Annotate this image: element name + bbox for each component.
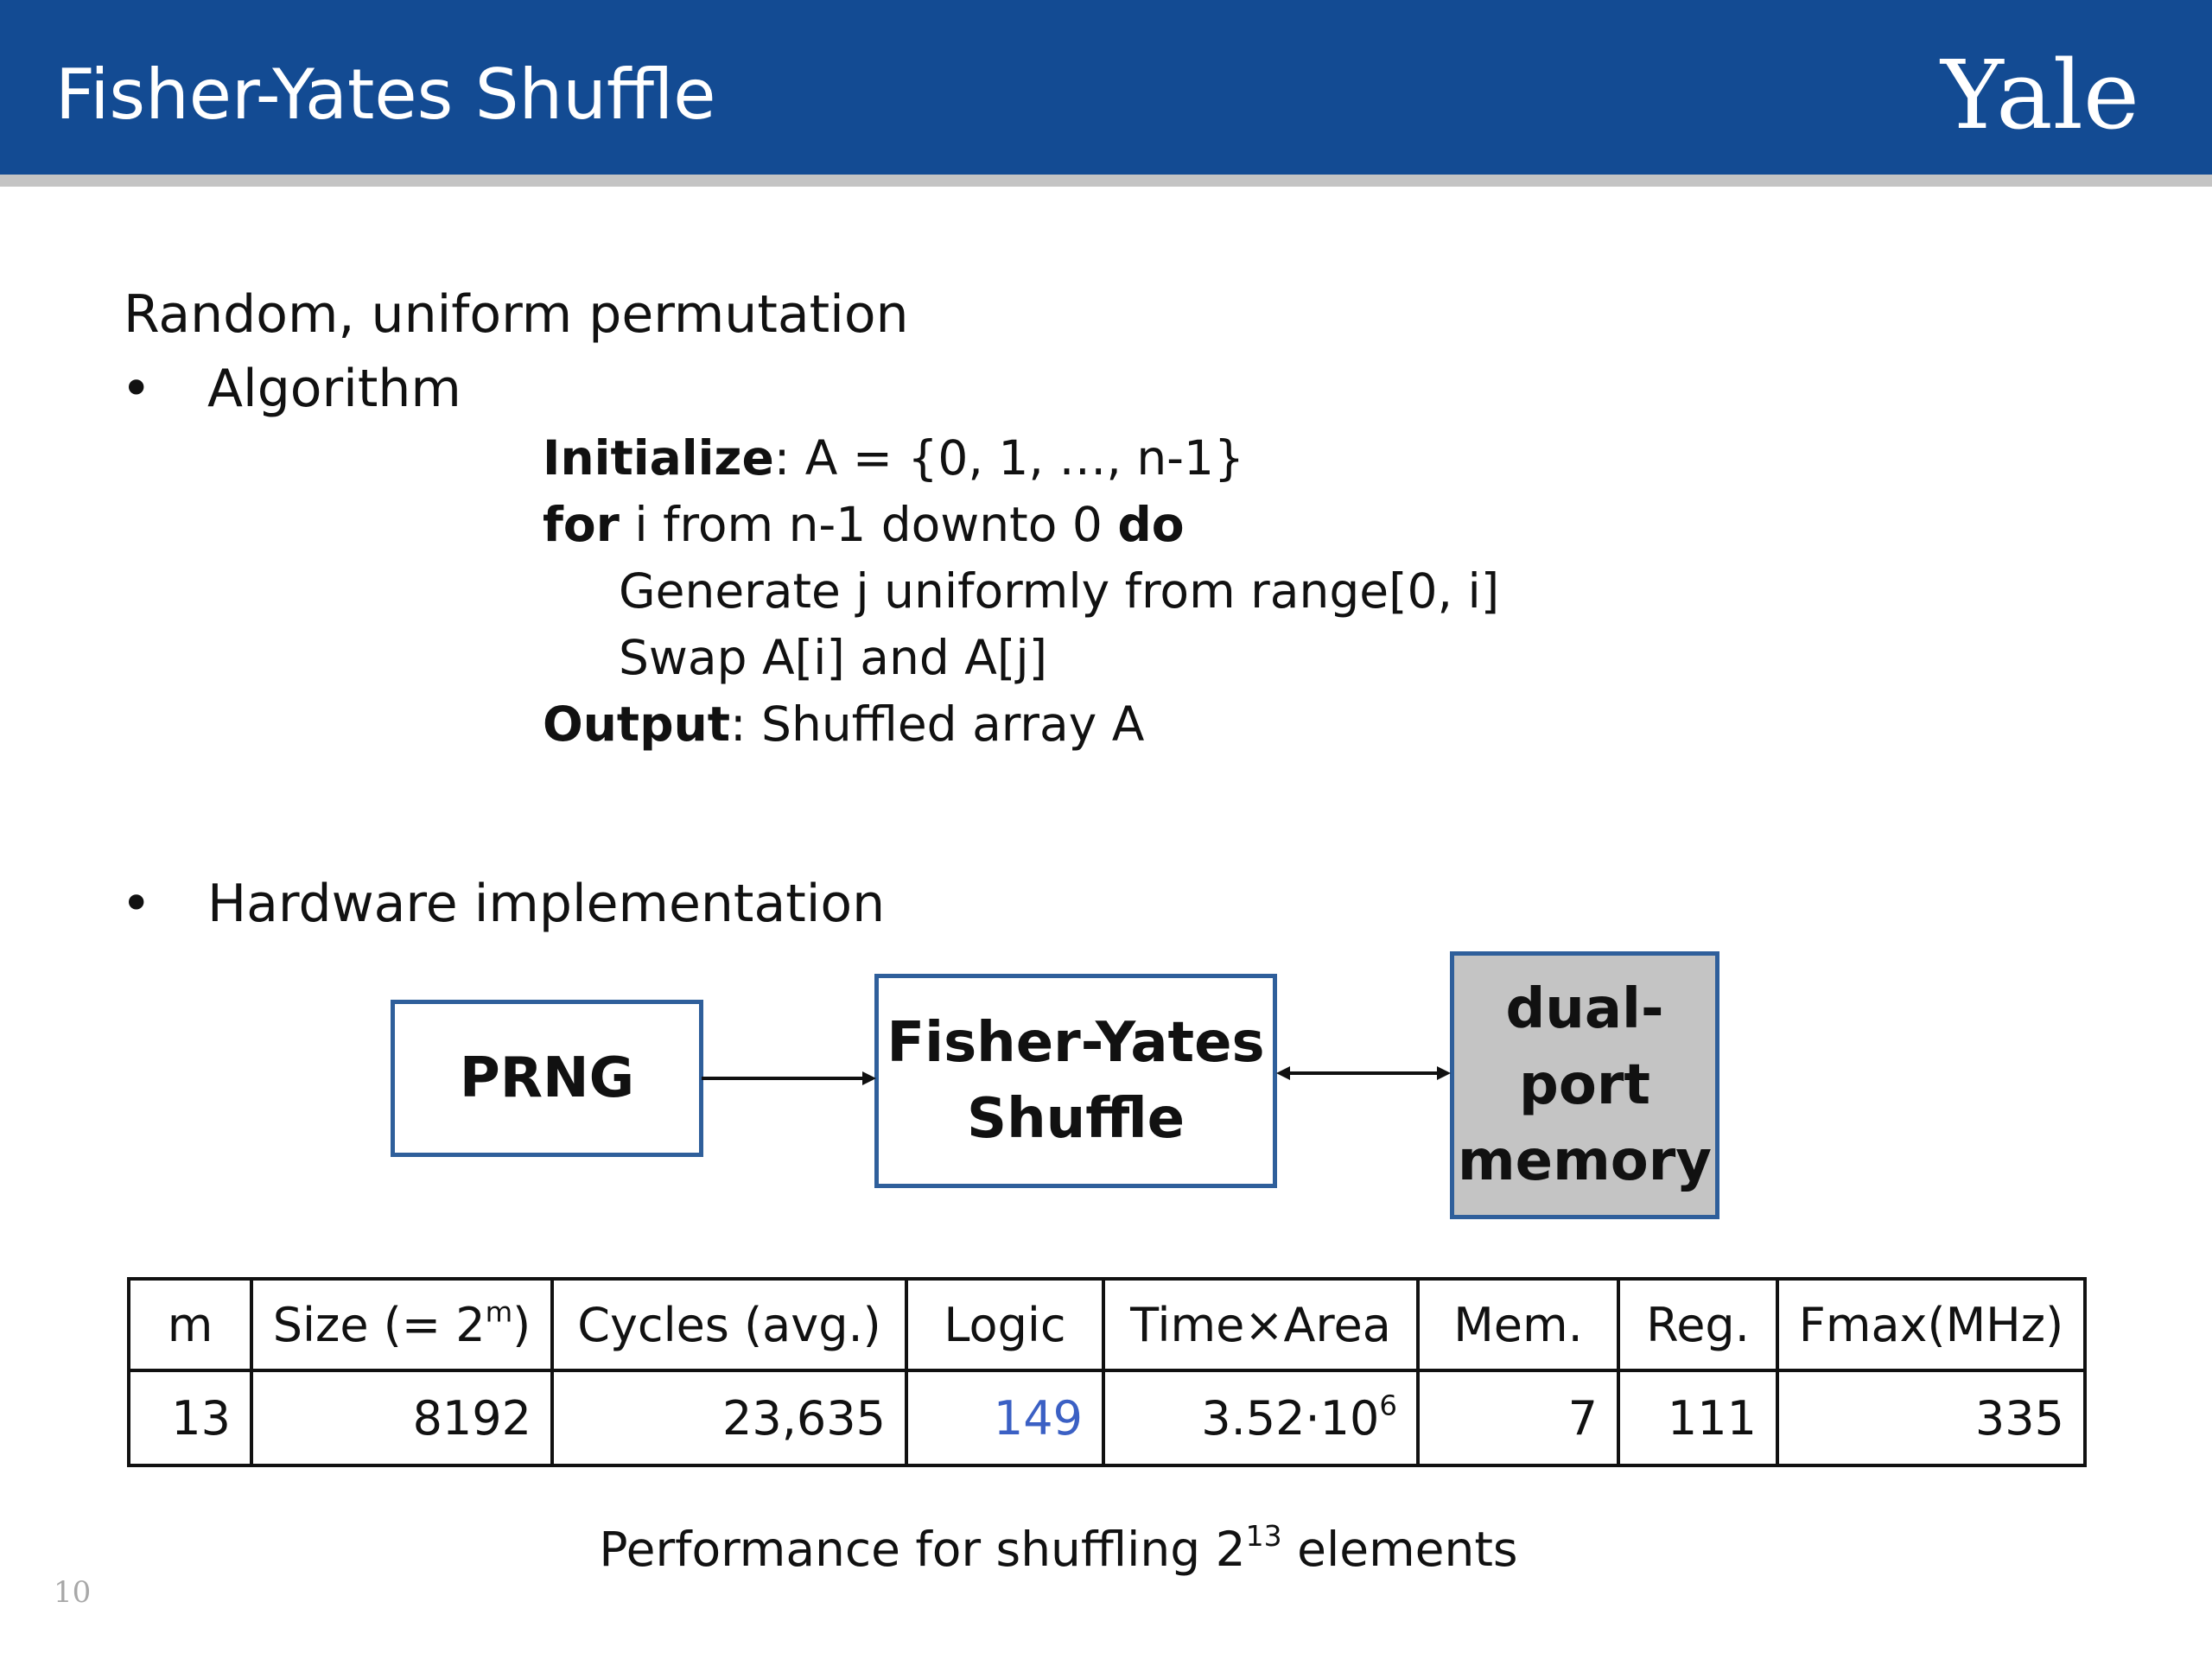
algo-keyword: for xyxy=(543,497,620,552)
prng-box: PRNG xyxy=(391,1000,703,1157)
bullet-algorithm: • Algorithm xyxy=(121,356,461,422)
cell-logic: 149 xyxy=(905,1369,1105,1467)
col-time-area: Time×Area xyxy=(1102,1277,1420,1372)
memory-box: dual-port memory xyxy=(1450,951,1719,1219)
bullet-label: Hardware implementation xyxy=(207,874,886,934)
algo-line-output: Output: Shuffled array A xyxy=(543,691,1499,758)
cell-m: 13 xyxy=(127,1369,253,1467)
bullet-dot-icon: • xyxy=(121,359,152,419)
memory-label-line1: dual-port xyxy=(1505,977,1664,1117)
algo-text: : A = {0, 1, …, n-1} xyxy=(773,430,1245,486)
algo-text: i from n-1 downto 0 xyxy=(619,497,1118,552)
shuffle-box: Fisher-Yates Shuffle xyxy=(874,974,1277,1188)
table-header-row: m Size (= 2m) Cycles (avg.) Logic Time×A… xyxy=(127,1277,2087,1372)
algo-line-swap: Swap A[i] and A[j] xyxy=(619,630,1048,685)
algo-keyword: Initialize xyxy=(543,430,774,486)
algorithm-block: Initialize: A = {0, 1, …, n-1} for i fro… xyxy=(543,425,1499,758)
col-fmax: Fmax(MHz) xyxy=(1776,1277,2087,1372)
col-logic: Logic xyxy=(905,1277,1105,1372)
page-number: 10 xyxy=(54,1575,92,1610)
shuffle-label-line2: Shuffle xyxy=(966,1087,1185,1151)
col-reg: Reg. xyxy=(1617,1277,1779,1372)
memory-label-line2: memory xyxy=(1457,1129,1713,1193)
cell-fmax: 335 xyxy=(1776,1369,2087,1467)
col-cycles: Cycles (avg.) xyxy=(550,1277,908,1372)
cell-time-area: 3.52·106 xyxy=(1102,1369,1420,1467)
shuffle-memory-arrow xyxy=(1276,1066,1451,1080)
title-bar: Fisher-Yates Shuffle Yale xyxy=(0,0,2212,187)
algo-line-initialize: Initialize: A = {0, 1, …, n-1} xyxy=(543,425,1499,492)
algo-keyword: Output xyxy=(543,696,731,752)
subheading: Random, uniform permutation xyxy=(124,284,909,345)
cell-size: 8192 xyxy=(250,1369,554,1467)
algo-keyword: do xyxy=(1117,497,1185,552)
algo-line-for: for i from n-1 downto 0 do xyxy=(543,492,1499,558)
table-row: 13 8192 23,635 149 3.52·106 7 111 335 xyxy=(127,1369,2087,1467)
table-caption: Performance for shuffling 213 elements xyxy=(599,1518,1518,1577)
col-mem: Mem. xyxy=(1416,1277,1620,1372)
yale-logo: Yale xyxy=(1941,40,2139,150)
slide-title: Fisher-Yates Shuffle xyxy=(55,54,716,135)
col-m: m xyxy=(127,1277,253,1372)
cell-cycles: 23,635 xyxy=(550,1369,908,1467)
prng-label: PRNG xyxy=(459,1046,635,1110)
cell-reg: 111 xyxy=(1617,1369,1779,1467)
prng-to-shuffle-arrow xyxy=(702,1071,876,1085)
bullet-hardware: • Hardware implementation xyxy=(121,871,885,937)
bullet-dot-icon: • xyxy=(121,874,152,934)
col-size: Size (= 2m) xyxy=(250,1277,554,1372)
bullet-label: Algorithm xyxy=(207,359,461,419)
algo-text: : Shuffled array A xyxy=(730,696,1145,752)
algo-line-generate: Generate j uniformly from range[0, i] xyxy=(619,563,1500,619)
cell-mem: 7 xyxy=(1416,1369,1620,1467)
performance-table: m Size (= 2m) Cycles (avg.) Logic Time×A… xyxy=(127,1277,2087,1467)
shuffle-label-line1: Fisher-Yates xyxy=(887,1011,1265,1075)
